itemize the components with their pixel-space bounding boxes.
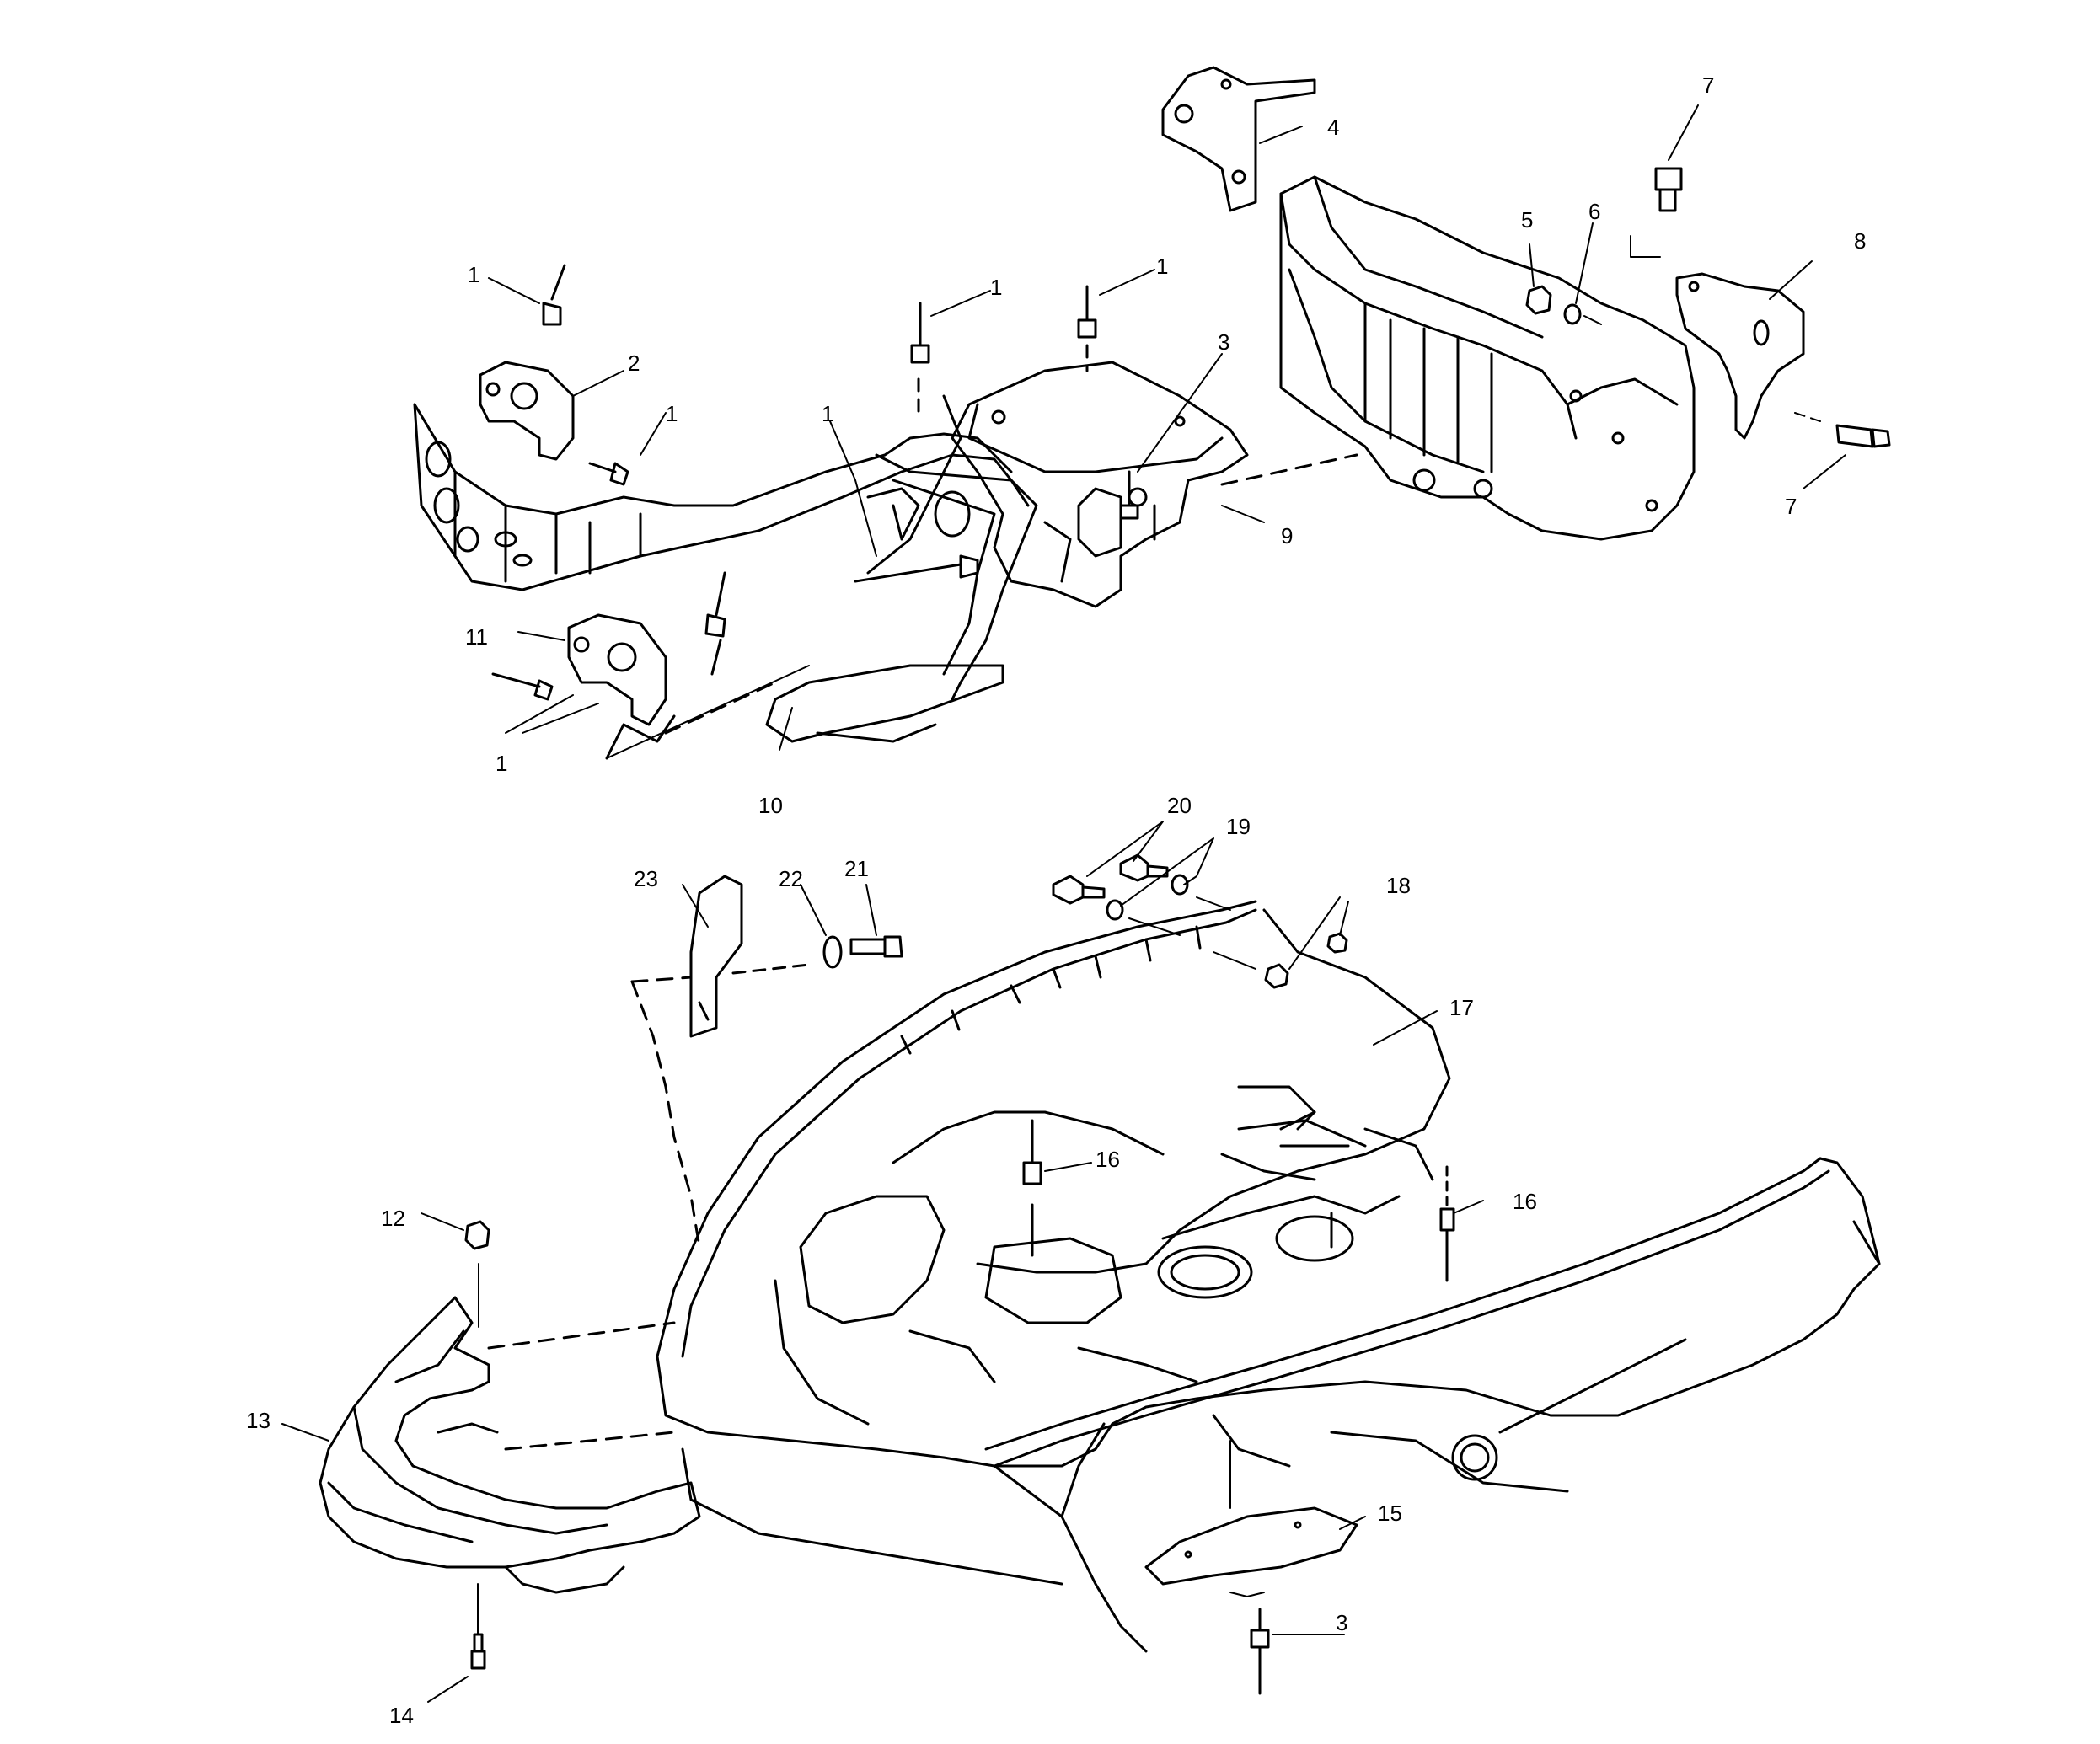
callout-label: 12	[381, 1206, 405, 1231]
callout-label: 13	[246, 1408, 271, 1433]
callout-label: 22	[779, 866, 803, 891]
nose-pan	[656, 900, 1881, 1653]
callout-label: 7	[1702, 72, 1714, 98]
callout-label: 7	[1785, 494, 1797, 519]
rivet	[1077, 285, 1097, 372]
callout-label: 16	[1513, 1189, 1537, 1214]
bolt-21	[849, 935, 903, 958]
callout-label: 21	[844, 856, 869, 881]
plate-15	[1144, 1506, 1358, 1597]
washer-19	[1106, 899, 1124, 921]
bracket-11	[567, 613, 667, 726]
callout-label: 10	[758, 793, 783, 818]
nut-5	[1525, 285, 1552, 315]
nut-12	[464, 1220, 490, 1328]
callout-label: 1	[822, 401, 833, 426]
screw-3	[1119, 470, 1139, 520]
nose-bumper	[319, 1296, 701, 1594]
clip-23	[689, 875, 743, 1038]
callout-label: 23	[634, 866, 658, 891]
rivet	[854, 554, 979, 583]
rivet	[542, 264, 566, 326]
callout-label: 2	[628, 350, 640, 376]
callout-label: 4	[1327, 115, 1339, 140]
callout-label: 1	[1156, 254, 1168, 279]
callout-label: 1	[990, 275, 1002, 300]
nut-18	[1264, 963, 1289, 989]
callout-label: 11	[465, 624, 488, 650]
callout-label: 5	[1521, 207, 1533, 233]
bracket-4	[1161, 66, 1316, 212]
callout-label: 17	[1449, 995, 1474, 1020]
callout-labels: 1 1 1 1 1 1 2 3 4 5 6 7 7 8 9 10 11 12 1…	[246, 72, 1866, 1728]
leader-lines	[281, 104, 1846, 1703]
rivet	[910, 302, 930, 415]
nut-18	[1326, 932, 1348, 954]
callout-label: 19	[1226, 814, 1251, 839]
bolt-14	[470, 1583, 486, 1670]
rivet	[704, 571, 726, 676]
lower-support	[765, 394, 1038, 743]
rear-crossmember	[1279, 175, 1696, 541]
bracket-2	[479, 361, 575, 461]
bolt-7	[1794, 412, 1891, 448]
bracket-8	[1675, 272, 1805, 440]
callout-label: 3	[1218, 329, 1229, 355]
rivet	[491, 672, 554, 701]
callout-label: 15	[1378, 1501, 1402, 1526]
callout-label: 18	[1386, 873, 1411, 898]
rivet-16	[1022, 1119, 1042, 1257]
callout-label: 9	[1281, 523, 1293, 548]
callout-label: 1	[496, 751, 507, 776]
rivet-16	[1439, 1165, 1455, 1282]
callout-label: 20	[1167, 793, 1192, 818]
callout-label: 14	[389, 1703, 414, 1728]
callout-label: 1	[666, 401, 678, 426]
bolt-20	[1052, 875, 1106, 905]
callout-label: 8	[1854, 228, 1866, 254]
callout-label: 3	[1336, 1610, 1347, 1635]
washer-22	[822, 935, 843, 969]
screw-3	[1229, 1440, 1270, 1695]
rivet	[588, 462, 629, 486]
front-frame-rail	[413, 403, 1030, 591]
callout-label: 6	[1588, 199, 1600, 224]
callout-label: 1	[468, 262, 479, 287]
front-crossmember	[951, 361, 1249, 608]
bolt-7	[1630, 167, 1683, 258]
washer-19	[1171, 874, 1189, 896]
washer-6	[1563, 303, 1602, 325]
callout-label: 16	[1096, 1147, 1120, 1172]
